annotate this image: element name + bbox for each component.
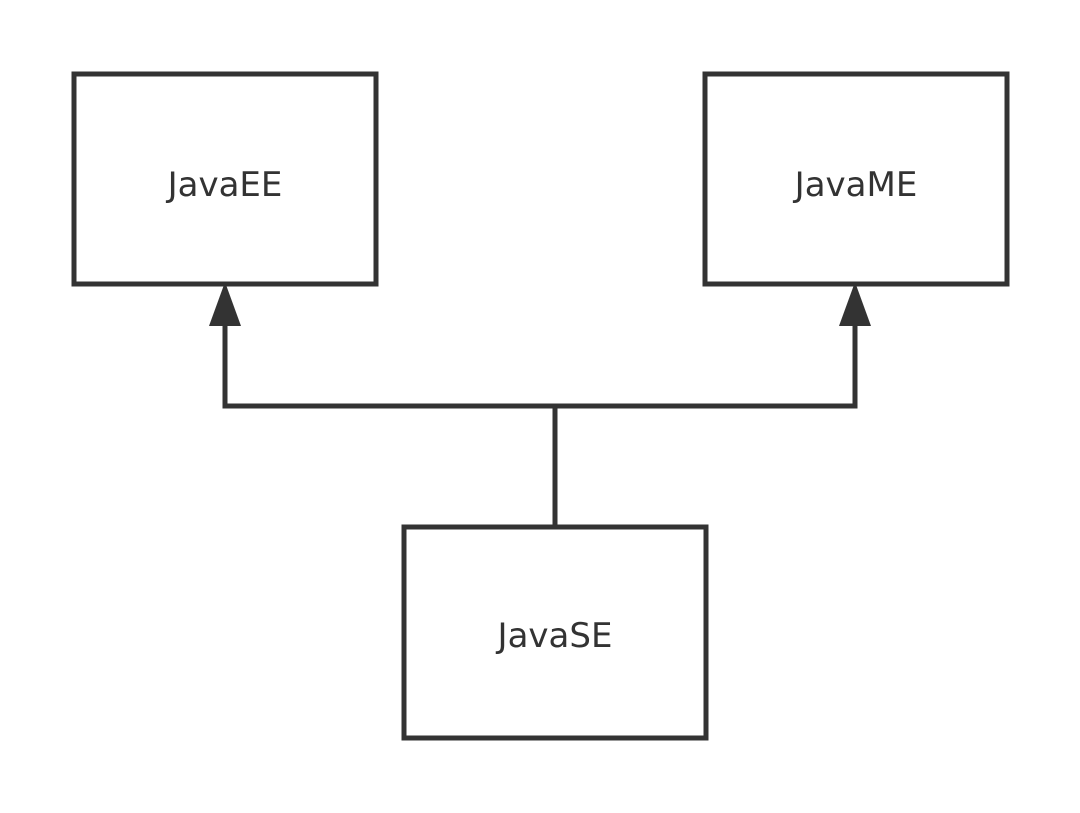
node-javaee-label: JavaEE: [166, 165, 283, 205]
connector-javase-to-javaee: [222, 322, 555, 409]
node-javase-label: JavaSE: [496, 616, 613, 656]
arrowhead-javame-icon: [839, 282, 871, 326]
arrowhead-javaee-icon: [209, 282, 241, 326]
node-javame-label: JavaME: [793, 165, 918, 205]
node-javame: JavaME: [702, 71, 1010, 287]
node-javame-box: [702, 71, 1010, 287]
node-javaee: JavaEE: [71, 71, 379, 287]
connectors: [209, 282, 871, 527]
node-javase: JavaSE: [401, 524, 709, 741]
node-javaee-box: [71, 71, 379, 287]
node-javase-box: [401, 524, 709, 741]
connector-javase-to-javame: [555, 322, 858, 409]
